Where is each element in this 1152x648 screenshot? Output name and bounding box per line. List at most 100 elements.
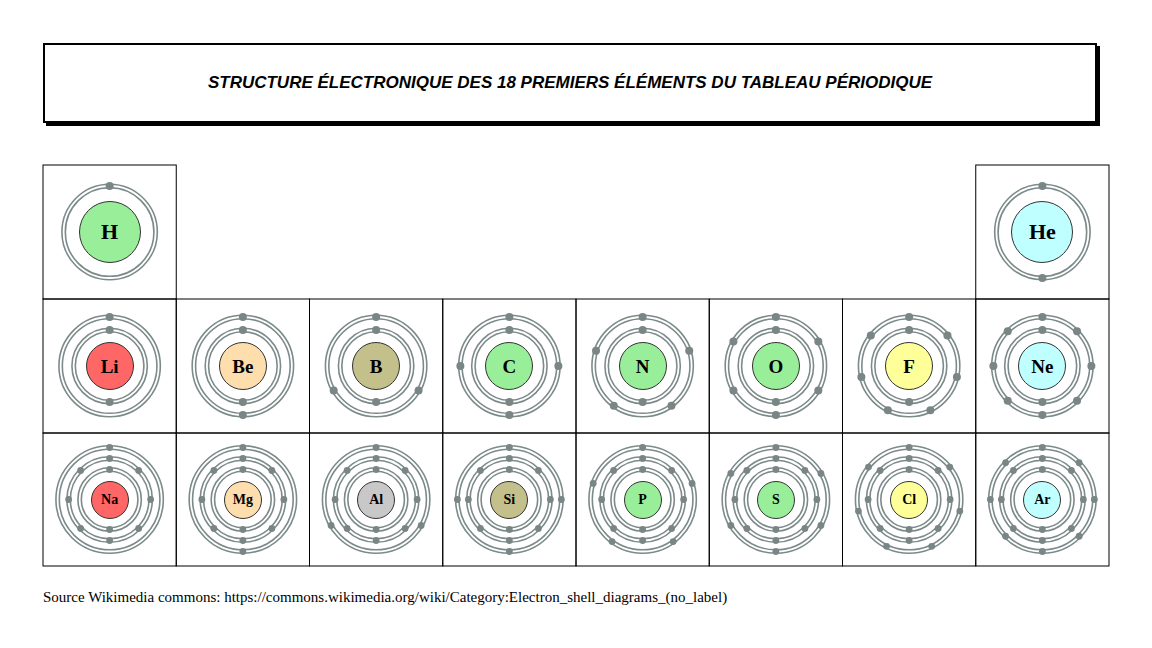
electron-shell bbox=[733, 457, 818, 542]
electron-dot bbox=[855, 508, 862, 515]
electron-dot bbox=[1073, 327, 1081, 335]
electron-dot bbox=[998, 496, 1005, 503]
table-cell bbox=[576, 433, 709, 566]
electron-dot bbox=[598, 496, 605, 503]
table-cell bbox=[310, 299, 443, 433]
electron-shell bbox=[859, 449, 960, 550]
electron-shell bbox=[470, 460, 549, 539]
electron-dot bbox=[610, 467, 617, 474]
electron-dot bbox=[280, 496, 287, 503]
element-symbol: P bbox=[638, 493, 647, 507]
electron-dot bbox=[814, 338, 822, 346]
electron-shell bbox=[992, 315, 1093, 416]
table-cell bbox=[976, 433, 1109, 566]
electron-dot bbox=[943, 331, 951, 339]
electron-shell bbox=[1011, 468, 1074, 531]
electron-shell bbox=[600, 457, 685, 542]
electron-dot bbox=[772, 537, 779, 544]
electron-shell bbox=[614, 471, 671, 528]
electron-dot bbox=[639, 313, 647, 321]
electron-shell bbox=[722, 446, 829, 553]
electron-shell bbox=[737, 460, 816, 539]
electron-shell bbox=[855, 446, 962, 553]
electron-shell bbox=[748, 471, 805, 528]
electron-shell bbox=[992, 449, 1093, 550]
electron-shell bbox=[337, 460, 416, 539]
electron-shell bbox=[215, 471, 272, 528]
electron-dot bbox=[727, 470, 734, 477]
electron-dot bbox=[772, 466, 779, 473]
nucleus-circle: Ar bbox=[1023, 481, 1061, 519]
electron-shell bbox=[729, 319, 824, 414]
electron-dot bbox=[535, 467, 542, 474]
element-symbol: N bbox=[636, 357, 650, 376]
electron-dot bbox=[905, 313, 913, 321]
electron-dot bbox=[772, 455, 779, 462]
electron-dot bbox=[905, 398, 913, 406]
electron-dot bbox=[1080, 496, 1087, 503]
electron-dot bbox=[344, 525, 351, 532]
electron-shell bbox=[344, 468, 407, 531]
electron-dot bbox=[505, 313, 513, 321]
electron-dot bbox=[239, 313, 247, 321]
electron-dot bbox=[332, 496, 339, 503]
electron-dot bbox=[1091, 496, 1098, 503]
table-cell bbox=[176, 299, 309, 433]
electron-shell bbox=[481, 471, 538, 528]
electron-dot bbox=[372, 398, 380, 406]
element-symbol: H bbox=[101, 221, 118, 243]
table-cell bbox=[43, 433, 176, 566]
table-cell bbox=[443, 299, 576, 433]
electron-dot bbox=[106, 537, 113, 544]
electron-dot bbox=[670, 538, 677, 545]
title-box: STRUCTURE ÉLECTRONIQUE DES 18 PREMIERS É… bbox=[43, 43, 1097, 123]
electron-dot bbox=[729, 338, 737, 346]
electron-dot bbox=[330, 387, 338, 395]
electron-dot bbox=[639, 466, 646, 473]
electron-dot bbox=[106, 182, 114, 190]
electron-dot bbox=[772, 411, 780, 419]
electron-dot bbox=[373, 455, 380, 462]
electron-dot bbox=[610, 525, 617, 532]
table-cell bbox=[976, 299, 1109, 433]
electron-shell bbox=[595, 319, 690, 414]
electron-dot bbox=[477, 467, 484, 474]
electron-dot bbox=[1038, 313, 1046, 321]
electron-dot bbox=[926, 406, 934, 414]
electron-shell bbox=[196, 319, 291, 414]
electron-dot bbox=[65, 496, 72, 503]
electron-dot bbox=[818, 522, 825, 529]
electron-shell bbox=[204, 460, 283, 539]
element-symbol: Cl bbox=[902, 493, 916, 507]
element-symbol: B bbox=[370, 357, 383, 376]
electron-shell bbox=[475, 332, 544, 401]
electron-dot bbox=[1038, 398, 1046, 406]
electron-dot bbox=[867, 331, 875, 339]
electron-dot bbox=[1038, 182, 1046, 190]
electron-dot bbox=[743, 525, 750, 532]
electron-shell bbox=[870, 460, 949, 539]
electron-dot bbox=[239, 537, 246, 544]
electron-shell bbox=[56, 446, 163, 553]
electron-shell bbox=[608, 332, 677, 401]
nucleus-circle: Mg bbox=[224, 481, 262, 519]
electron-shell bbox=[459, 315, 560, 416]
electron-dot bbox=[865, 464, 872, 471]
electron-dot bbox=[210, 525, 217, 532]
electron-dot bbox=[402, 525, 409, 532]
electron-shell bbox=[342, 332, 411, 401]
electron-dot bbox=[373, 444, 380, 451]
nucleus-circle: C bbox=[485, 342, 533, 390]
electron-shell bbox=[65, 188, 154, 277]
electron-dot bbox=[505, 398, 513, 406]
electron-shell bbox=[862, 319, 957, 414]
electron-dot bbox=[727, 522, 734, 529]
electron-shell bbox=[462, 319, 557, 414]
electron-dot bbox=[1039, 455, 1046, 462]
electron-dot bbox=[106, 444, 113, 451]
nucleus-circle: N bbox=[619, 342, 667, 390]
element-symbol: Al bbox=[369, 493, 383, 507]
electron-dot bbox=[801, 467, 808, 474]
electron-shell bbox=[1003, 460, 1082, 539]
electron-dot bbox=[1004, 327, 1012, 335]
